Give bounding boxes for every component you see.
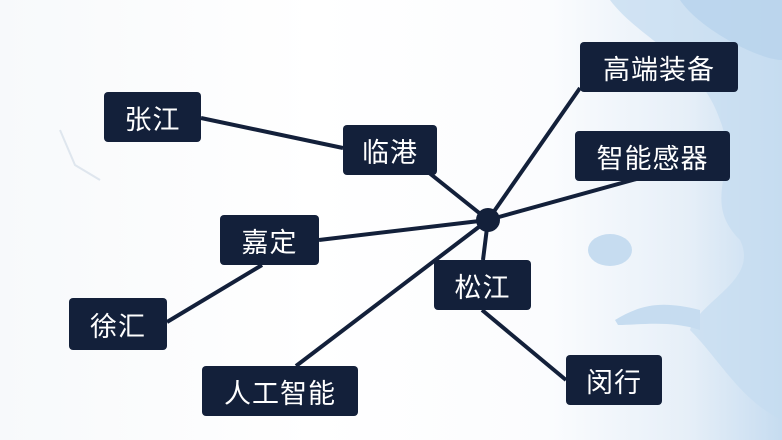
node-high-end-equipment: 高端装备 [580, 42, 738, 92]
node-jiading: 嘉定 [220, 215, 319, 265]
node-minhang: 闵行 [566, 355, 662, 405]
sea-area-deep [680, 0, 782, 60]
river-mouth [615, 304, 700, 330]
link-high-end-equipment [486, 86, 582, 222]
node-zhangjiang: 张江 [104, 92, 201, 142]
node-smart-sensors: 智能感器 [575, 131, 730, 181]
sea-area [610, 0, 782, 420]
node-songjiang: 松江 [434, 260, 531, 310]
link-ai [294, 218, 490, 368]
border-line [59, 129, 101, 181]
link-lingang [426, 170, 490, 222]
node-ai: 人工智能 [202, 366, 358, 416]
link-jiading [318, 218, 489, 242]
link-smart-sensors [487, 176, 641, 222]
link-songjiang-minhang [480, 308, 568, 382]
node-xuhui: 徐汇 [69, 298, 167, 350]
hub-node [476, 208, 500, 232]
link-xuhui-jiading [165, 263, 264, 324]
node-lingang: 临港 [343, 125, 437, 175]
lake [588, 234, 632, 266]
link-zhangjiang-lingang [200, 116, 344, 150]
